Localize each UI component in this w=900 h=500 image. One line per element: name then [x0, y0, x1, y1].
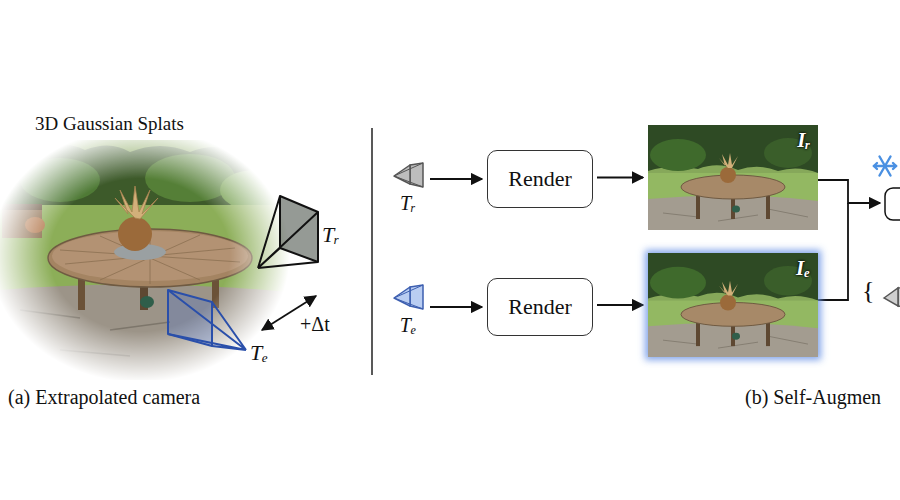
rendered-image	[648, 253, 818, 357]
camera-label: Tᵣ	[390, 192, 426, 214]
camera-icon	[390, 162, 426, 192]
brace-symbol: {	[862, 276, 874, 306]
camera-node: Tᵣ	[390, 162, 426, 214]
flow-arrow	[597, 177, 643, 179]
image-label: Iᵣ	[648, 125, 818, 153]
offset-label: +Δt	[300, 313, 330, 336]
panel-caption: (b) Self-Augmen	[745, 386, 881, 409]
image-node: Iᵣ	[648, 125, 818, 230]
image-label: Iₑ	[648, 253, 818, 281]
panel-caption: (a) Extrapolated camera	[8, 386, 200, 409]
flow-arrow	[430, 178, 482, 180]
camera-label: Tₑ	[250, 340, 268, 365]
camera-label: Tᵣ	[322, 222, 340, 247]
process-box: Render	[487, 150, 593, 208]
flow-arrow	[597, 304, 643, 306]
box-label: Render	[508, 166, 572, 192]
box-label: Render	[508, 294, 572, 320]
process-box: Render	[487, 278, 593, 336]
panel-title: 3D Gaussian Splats	[35, 113, 184, 135]
image-node: Iₑ	[648, 253, 818, 357]
camera-label: Tₑ	[390, 314, 426, 336]
flow-arrow	[430, 306, 482, 308]
rendered-image	[648, 125, 818, 230]
camera-node: Tₑ	[390, 284, 426, 336]
camera-icon	[390, 284, 426, 314]
